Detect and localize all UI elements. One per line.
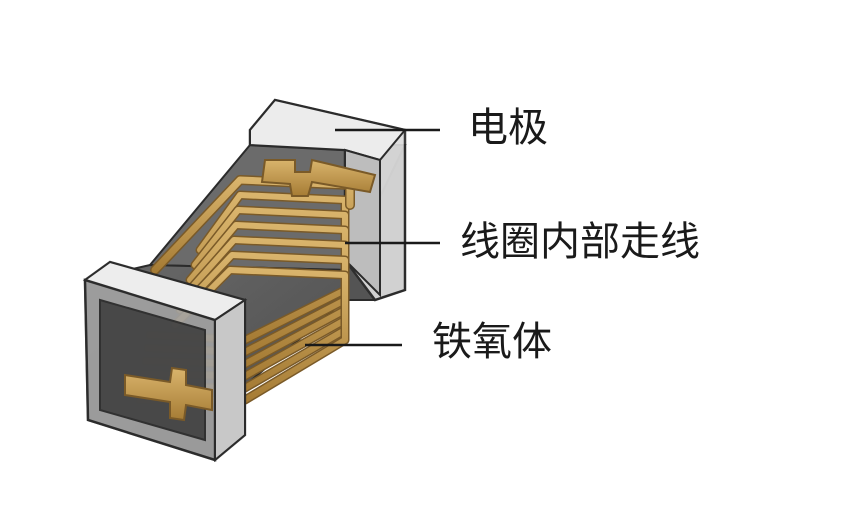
electrode-label: 电极 xyxy=(468,105,548,151)
ferrite-label: 铁氧体 xyxy=(432,319,552,365)
top-terminal-tab xyxy=(260,158,377,197)
bottom-terminal-tab xyxy=(124,366,213,422)
coil-trace-label: 线圈内部走线 xyxy=(460,219,700,265)
